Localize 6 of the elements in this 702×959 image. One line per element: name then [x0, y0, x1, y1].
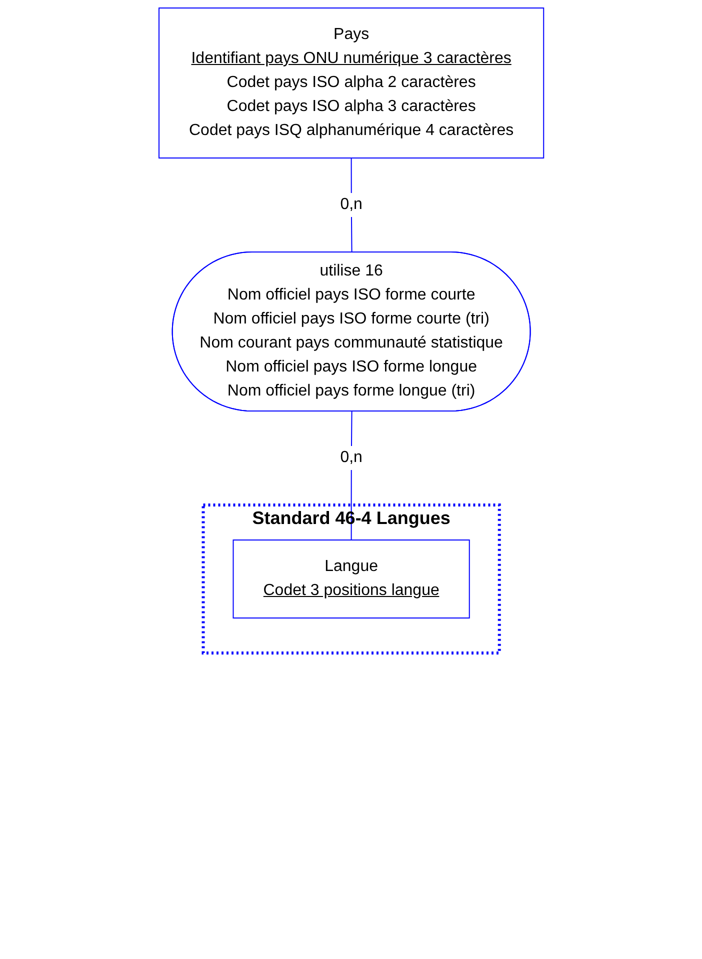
edge-label: 0,n: [340, 449, 362, 466]
node-box: Pays Identifiant pays ONU numérique 3 caractères Codet pays ISO alpha 2 caractères Codet pays ISO alpha 3 caractères Codet pays ISQ alphanumérique 4 caractères: [158, 8, 544, 158]
connector: [350, 411, 352, 540]
connector: [350, 158, 352, 253]
node-box: Langue Codet 3 positions langue: [232, 540, 470, 618]
edge-label: 0,n: [340, 196, 362, 213]
